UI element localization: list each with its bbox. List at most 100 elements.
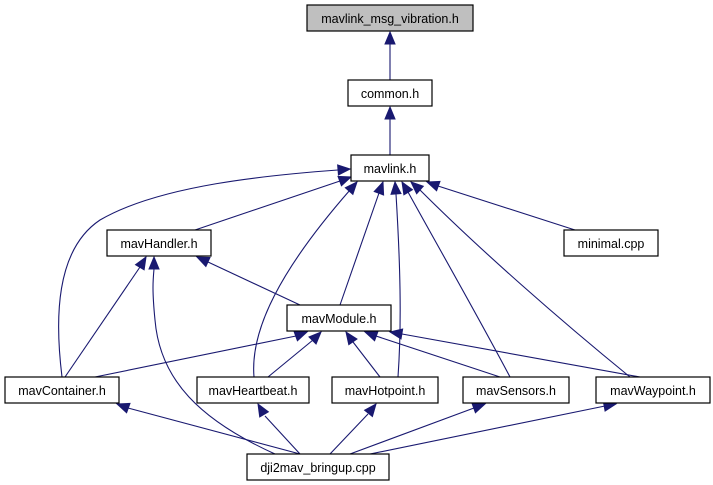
node-vibration: mavlink_msg_vibration.h	[306, 4, 474, 32]
node-label: dji2mav_bringup.cpp	[260, 461, 375, 475]
nodes-layer: mavlink_msg_vibration.h common.h mavlink.h…	[4, 4, 711, 481]
node-box[interactable]	[246, 453, 390, 481]
edge-line	[267, 339, 314, 378]
node-hotpoint[interactable]: mavHotpoint.h	[331, 376, 439, 404]
edge-line	[339, 192, 380, 306]
node-label: common.h	[361, 87, 419, 101]
node-box[interactable]	[595, 376, 711, 404]
arrowhead-icon	[257, 402, 270, 418]
edge-bringup-to-handler	[148, 255, 276, 455]
node-container[interactable]: mavContainer.h	[4, 376, 120, 404]
node-box[interactable]	[462, 376, 570, 404]
node-heartbeat[interactable]: mavHeartbeat.h	[196, 376, 310, 404]
arrowhead-icon	[390, 180, 402, 195]
edge-hotpoint-to-mavlink	[390, 180, 402, 378]
node-box[interactable]	[331, 376, 439, 404]
edge-minimal-to-mavlink	[425, 180, 576, 231]
edge-line	[407, 191, 511, 378]
node-handler[interactable]: mavHandler.h	[106, 229, 212, 257]
edge-line	[194, 180, 341, 231]
edge-sensors-to-mavlink	[401, 180, 511, 378]
node-box[interactable]	[350, 154, 430, 182]
edge-bringup-to-waypoint	[369, 400, 618, 455]
edge-hotpoint-to-module	[345, 330, 381, 378]
edge-bringup-to-heartbeat	[257, 402, 301, 455]
node-box[interactable]	[106, 229, 212, 257]
node-label: mavWaypoint.h	[610, 384, 696, 398]
edge-heartbeat-to-mavlink	[253, 181, 358, 378]
edge-container-to-module	[94, 330, 309, 378]
node-common[interactable]: common.h	[347, 79, 433, 107]
edge-line	[94, 335, 297, 378]
edge-line	[58, 169, 339, 378]
node-label: mavlink_msg_vibration.h	[321, 12, 459, 26]
arrowhead-icon	[401, 180, 414, 196]
edge-line	[152, 268, 276, 455]
node-bringup[interactable]: dji2mav_bringup.cpp	[246, 453, 390, 481]
edge-line	[437, 185, 576, 231]
focus-node-box	[306, 4, 474, 32]
node-label: mavContainer.h	[18, 384, 106, 398]
arrowhead-icon	[425, 180, 441, 192]
edge-line	[264, 415, 301, 455]
edge-common-to-vibration	[384, 30, 396, 80]
arrowhead-icon	[337, 175, 353, 187]
arrowhead-icon	[384, 30, 396, 45]
node-box[interactable]	[196, 376, 310, 404]
arrowhead-icon	[384, 105, 396, 120]
arrowhead-icon	[471, 402, 487, 414]
node-label: mavlink.h	[364, 162, 417, 176]
node-box[interactable]	[4, 376, 120, 404]
edge-line	[375, 335, 501, 378]
arrowhead-icon	[363, 402, 377, 418]
edge-container-to-handler	[64, 255, 147, 378]
node-label: mavSensors.h	[476, 384, 556, 398]
edge-line	[329, 413, 369, 455]
arrowhead-icon	[344, 181, 358, 196]
arrowhead-icon	[148, 255, 160, 270]
node-box[interactable]	[286, 304, 392, 332]
node-label: mavModule.h	[301, 312, 376, 326]
edge-module-to-handler	[195, 256, 301, 306]
arrowhead-icon	[293, 330, 309, 342]
node-label: mavHeartbeat.h	[209, 384, 298, 398]
edge-bringup-to-container	[115, 402, 301, 455]
arrowhead-icon	[363, 330, 379, 342]
arrowhead-icon	[134, 255, 147, 271]
arrowhead-icon	[308, 331, 322, 345]
arrowhead-icon	[345, 330, 358, 346]
edge-line	[401, 333, 641, 378]
edge-line	[64, 266, 141, 378]
edge-line	[349, 407, 475, 455]
arrowhead-icon	[115, 402, 131, 414]
edge-line	[253, 189, 351, 378]
node-module[interactable]: mavModule.h	[286, 304, 392, 332]
edges-layer	[58, 30, 641, 455]
node-waypoint[interactable]: mavWaypoint.h	[595, 376, 711, 404]
node-label: mavHandler.h	[120, 237, 197, 251]
node-mavlink[interactable]: mavlink.h	[350, 154, 430, 182]
edge-bringup-to-sensors	[349, 402, 487, 455]
arrowhead-icon	[388, 328, 404, 340]
edge-sensors-to-module	[363, 330, 501, 378]
edge-handler-to-mavlink	[194, 175, 353, 231]
node-minimal[interactable]: minimal.cpp	[563, 229, 659, 257]
edge-line	[419, 189, 631, 378]
node-label: mavHotpoint.h	[345, 384, 426, 398]
arrowhead-icon	[410, 181, 425, 195]
arrowhead-icon	[337, 164, 352, 176]
edge-line	[352, 341, 381, 378]
node-sensors[interactable]: mavSensors.h	[462, 376, 570, 404]
edge-waypoint-to-module	[388, 328, 641, 378]
node-label: minimal.cpp	[578, 237, 645, 251]
edge-mavlink-to-common	[384, 105, 396, 155]
edge-module-to-mavlink	[339, 180, 385, 306]
edge-heartbeat-to-module	[267, 331, 322, 378]
edge-bringup-to-hotpoint	[329, 402, 377, 455]
node-box[interactable]	[347, 79, 433, 107]
node-box[interactable]	[563, 229, 659, 257]
edge-waypoint-to-mavlink	[410, 181, 631, 378]
edge-line	[369, 405, 606, 455]
arrowhead-icon	[373, 180, 385, 196]
